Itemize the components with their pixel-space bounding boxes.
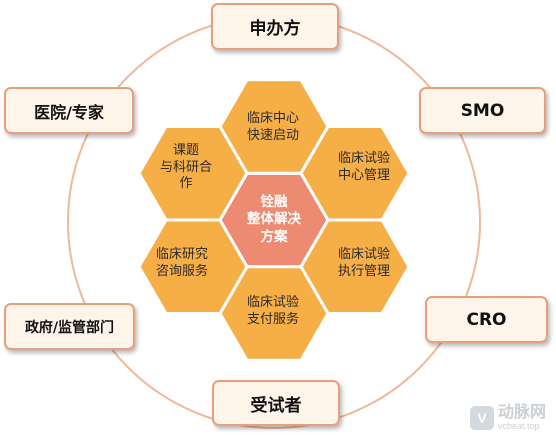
stakeholder-smo: SMO — [419, 87, 546, 134]
watermark-url: vcbeat.top — [497, 421, 540, 431]
hex-upper-left — [137, 125, 249, 222]
stakeholder-hospital-expert: 医院/专家 — [4, 87, 134, 134]
watermark-logo: V 动脉网 vcbeat.top — [469, 402, 546, 431]
hex-label-consulting-services: 临床研究 咨询服务 — [155, 247, 208, 279]
watermark-badge-icon: V — [469, 405, 494, 430]
hex-label-payment-services: 临床试验 支付服务 — [246, 295, 299, 327]
stakeholder-government-regulator: 政府/监管部门 — [4, 303, 135, 350]
hex-label-clinical-center-start: 临床中心 快速启动 — [246, 111, 299, 143]
stakeholder-cro: CRO — [425, 296, 548, 343]
hexagon-cluster — [137, 78, 411, 362]
hex-label-execution-management: 临床试验 执行管理 — [337, 247, 390, 279]
stakeholder-sponsor: 申办方 — [211, 3, 339, 50]
watermark-name: 动脉网 — [497, 402, 546, 421]
stakeholder-subject: 受试者 — [212, 380, 340, 426]
hex-label-research-cooperation: 课题 与科研合 作 — [159, 142, 212, 192]
hex-label-site-management: 临床试验 中心管理 — [337, 151, 390, 183]
hex-label-integrated-solution: 铨融 整体解决 方案 — [247, 193, 301, 245]
